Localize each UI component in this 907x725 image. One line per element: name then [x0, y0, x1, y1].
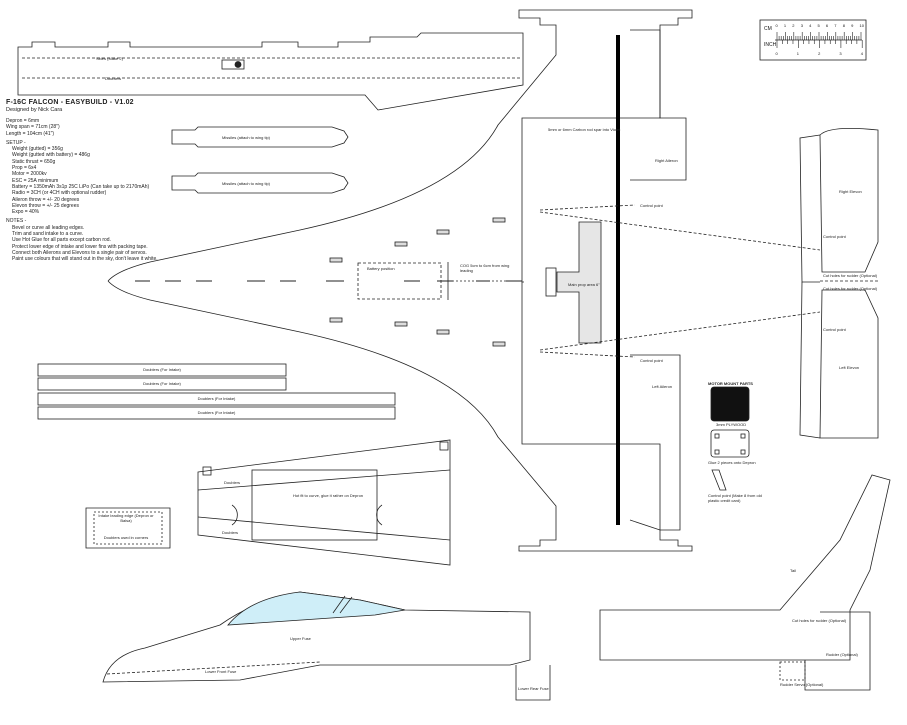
- cut-holes-top-label: Cut holes for rudder (Optional): [823, 273, 878, 278]
- missile-top-label: Missiles (attach to wing tip): [222, 135, 271, 140]
- spec-line: Length = 104cm (41"): [6, 130, 55, 137]
- missile-bottom: [171, 172, 349, 194]
- doubler-strip-1: [37, 363, 287, 377]
- motor-area-label: Main prop area 6": [568, 282, 600, 287]
- note-item: Use Hot Glue for all parts except carbon…: [12, 237, 111, 244]
- doubler-strip-3-label: Doublers (For Intake): [197, 396, 236, 401]
- setup-item: Aileron throw = +/- 20 degrees: [12, 196, 80, 203]
- carbon-spar-label: 5mm or 6mm Carbon rod spar into Violet: [548, 127, 621, 132]
- motor-mount-glue-label: Glue 2 pieces onto Depron: [708, 460, 756, 465]
- setup-item: Battery = 1350mAh 3s1p 25C LiPo (Can tak…: [12, 183, 150, 190]
- ruler-inch-number: 4: [860, 51, 863, 56]
- right-elevon: [819, 127, 879, 273]
- setup-item: Motor = 2000kv: [12, 171, 47, 178]
- setup-heading: SETUP -: [6, 139, 26, 146]
- intake-doublers-bottom-label: Doublers: [222, 530, 239, 535]
- ruler-cm-number: 0: [775, 23, 778, 28]
- note-item: Trim and sand intake to a curve.: [12, 231, 84, 238]
- rudder-label: Rudder (Optional): [826, 652, 858, 657]
- note-item: Connect both Ailerons and Elevons to a s…: [12, 249, 147, 256]
- intake-edge-label: Intake leading edge (Depron or Balsa): [98, 513, 154, 523]
- elevon-control-top-label: Control point: [823, 234, 846, 239]
- main-wing-outline: [107, 9, 693, 283]
- ruler-inch-number: 1: [796, 51, 800, 56]
- ruler-cm-number: 6: [825, 23, 829, 28]
- side-doublers-label: Doublers: [105, 76, 122, 81]
- setup-item: ESC = 25A minimum: [12, 177, 59, 184]
- intake-part: [197, 439, 451, 566]
- ruler-cm-number: 9: [851, 23, 854, 28]
- ruler-cm-label: CM: [764, 26, 772, 32]
- motor-mount-plywood-label: 3mm PLYWOOD: [716, 422, 747, 427]
- ruler-inch-number: 3: [839, 51, 842, 56]
- note-item: Bevel or curve all leading edges.: [12, 224, 85, 231]
- cog-label: COG 5cm to 6cm from wing leading: [460, 263, 510, 273]
- left-elevon: [819, 289, 879, 439]
- designer: Designed by Nick Cara: [6, 107, 63, 113]
- control-point-bottom-label: Control point: [640, 358, 663, 363]
- intake-main-label: Hot fit to curve, glue it rather on Depr…: [293, 493, 364, 498]
- ruler-cm-number: 3: [800, 23, 803, 28]
- setup-item: Weight (gutted with battery) = 486g: [12, 152, 90, 159]
- setup-item: Expo = 40%: [12, 209, 40, 216]
- rudder-servo-label: Rudder Servo (Optional): [780, 682, 824, 687]
- doubler-strip-1-label: Doublers (For Intake): [143, 367, 181, 372]
- ruler-cm-number: 2: [792, 23, 795, 28]
- notes-panel: F-16C FALCON - EASYBUILD - V1.02 Designe…: [6, 99, 206, 263]
- spec-line: Depron = 6mm: [6, 118, 40, 124]
- doubler-strip-4: [37, 406, 396, 420]
- intake-corners-label: Doublers used in corners: [103, 535, 149, 540]
- notes-heading: NOTES -: [6, 218, 27, 225]
- ruler-cm-number: 7: [834, 23, 837, 28]
- tail-part: [599, 474, 891, 661]
- doubler-strip-2-label: Doublers (For Intake): [143, 381, 181, 386]
- lower-front-fuse-label: Lower Front Fuse: [205, 669, 237, 674]
- doubler-strip-3: [37, 392, 396, 406]
- upper-fuse-label: Upper Fuse: [290, 636, 311, 641]
- side-wedge-label: Sides (Make 2): [96, 56, 123, 61]
- ruler-cm-number: 10: [859, 23, 864, 28]
- setup-item: Weight (gutted) = 356g: [12, 146, 63, 153]
- left-aileron-label: Left Aileron: [652, 384, 673, 389]
- motor-mount-plate: [556, 221, 602, 344]
- control-point-top-label: Control point: [640, 203, 663, 208]
- ruler-cm-number: 1: [783, 23, 787, 28]
- right-elevon-label: Right Elevon: [839, 189, 862, 194]
- ruler-cm-number: 4: [809, 23, 812, 28]
- note-item: Paint use colours that will stand out in…: [12, 256, 158, 263]
- ruler: [759, 19, 867, 61]
- ruler-cm-number: 5: [817, 23, 820, 28]
- doubler-strip-4-label: Doublers (For Intake): [197, 410, 236, 415]
- ruler-inch-label: INCH: [764, 42, 777, 48]
- missile-top: [171, 126, 349, 148]
- ruler-inch-number: 0: [775, 51, 778, 56]
- control-point-note: Control point (Make 8 from old plastic c…: [708, 493, 762, 503]
- note-item: Protect lower edge of intake and lower f…: [12, 243, 148, 250]
- spec-line: Wing span = 71cm (28"): [6, 124, 60, 131]
- setup-item: Radio = 3CH (or 4CH with optional rudder…: [12, 190, 107, 197]
- battery-label: Battery position: [367, 266, 395, 271]
- ruler-cm-number: 8: [842, 23, 845, 28]
- missile-bottom-label: Missiles (attach to wing tip): [222, 181, 271, 186]
- elevon-control-bottom-label: Control point: [823, 327, 846, 332]
- cut-holes-bottom-label: Cut holes for rudder (Optional): [823, 286, 878, 291]
- intake-doublers-top-label: Doublers: [224, 480, 241, 485]
- tail-label: Tail: [790, 568, 797, 573]
- side-wedge-part: [17, 32, 524, 111]
- right-aileron-label: Right Aileron: [655, 158, 678, 163]
- plan-title: F-16C FALCON - EASYBUILD - V1.02: [6, 99, 134, 106]
- cut-holes-tail-label: Cut holes for rudder (Optional): [792, 618, 847, 623]
- doubler-strip-2: [37, 377, 287, 391]
- lower-rear-fuse-label: Lower Rear Fuse: [518, 686, 549, 691]
- setup-item: Static thrust = 650g: [12, 158, 56, 165]
- setup-item: Prop = 6x4: [12, 165, 37, 172]
- motor-mount-title: MOTOR MOUNT PARTS: [708, 381, 753, 386]
- main-wing-outline-lower: [107, 280, 693, 552]
- left-elevon-label: Left Elevon: [839, 365, 860, 370]
- ruler-inch-number: 2: [818, 51, 821, 56]
- setup-item: Elevon throw = +/- 25 degrees: [12, 202, 79, 209]
